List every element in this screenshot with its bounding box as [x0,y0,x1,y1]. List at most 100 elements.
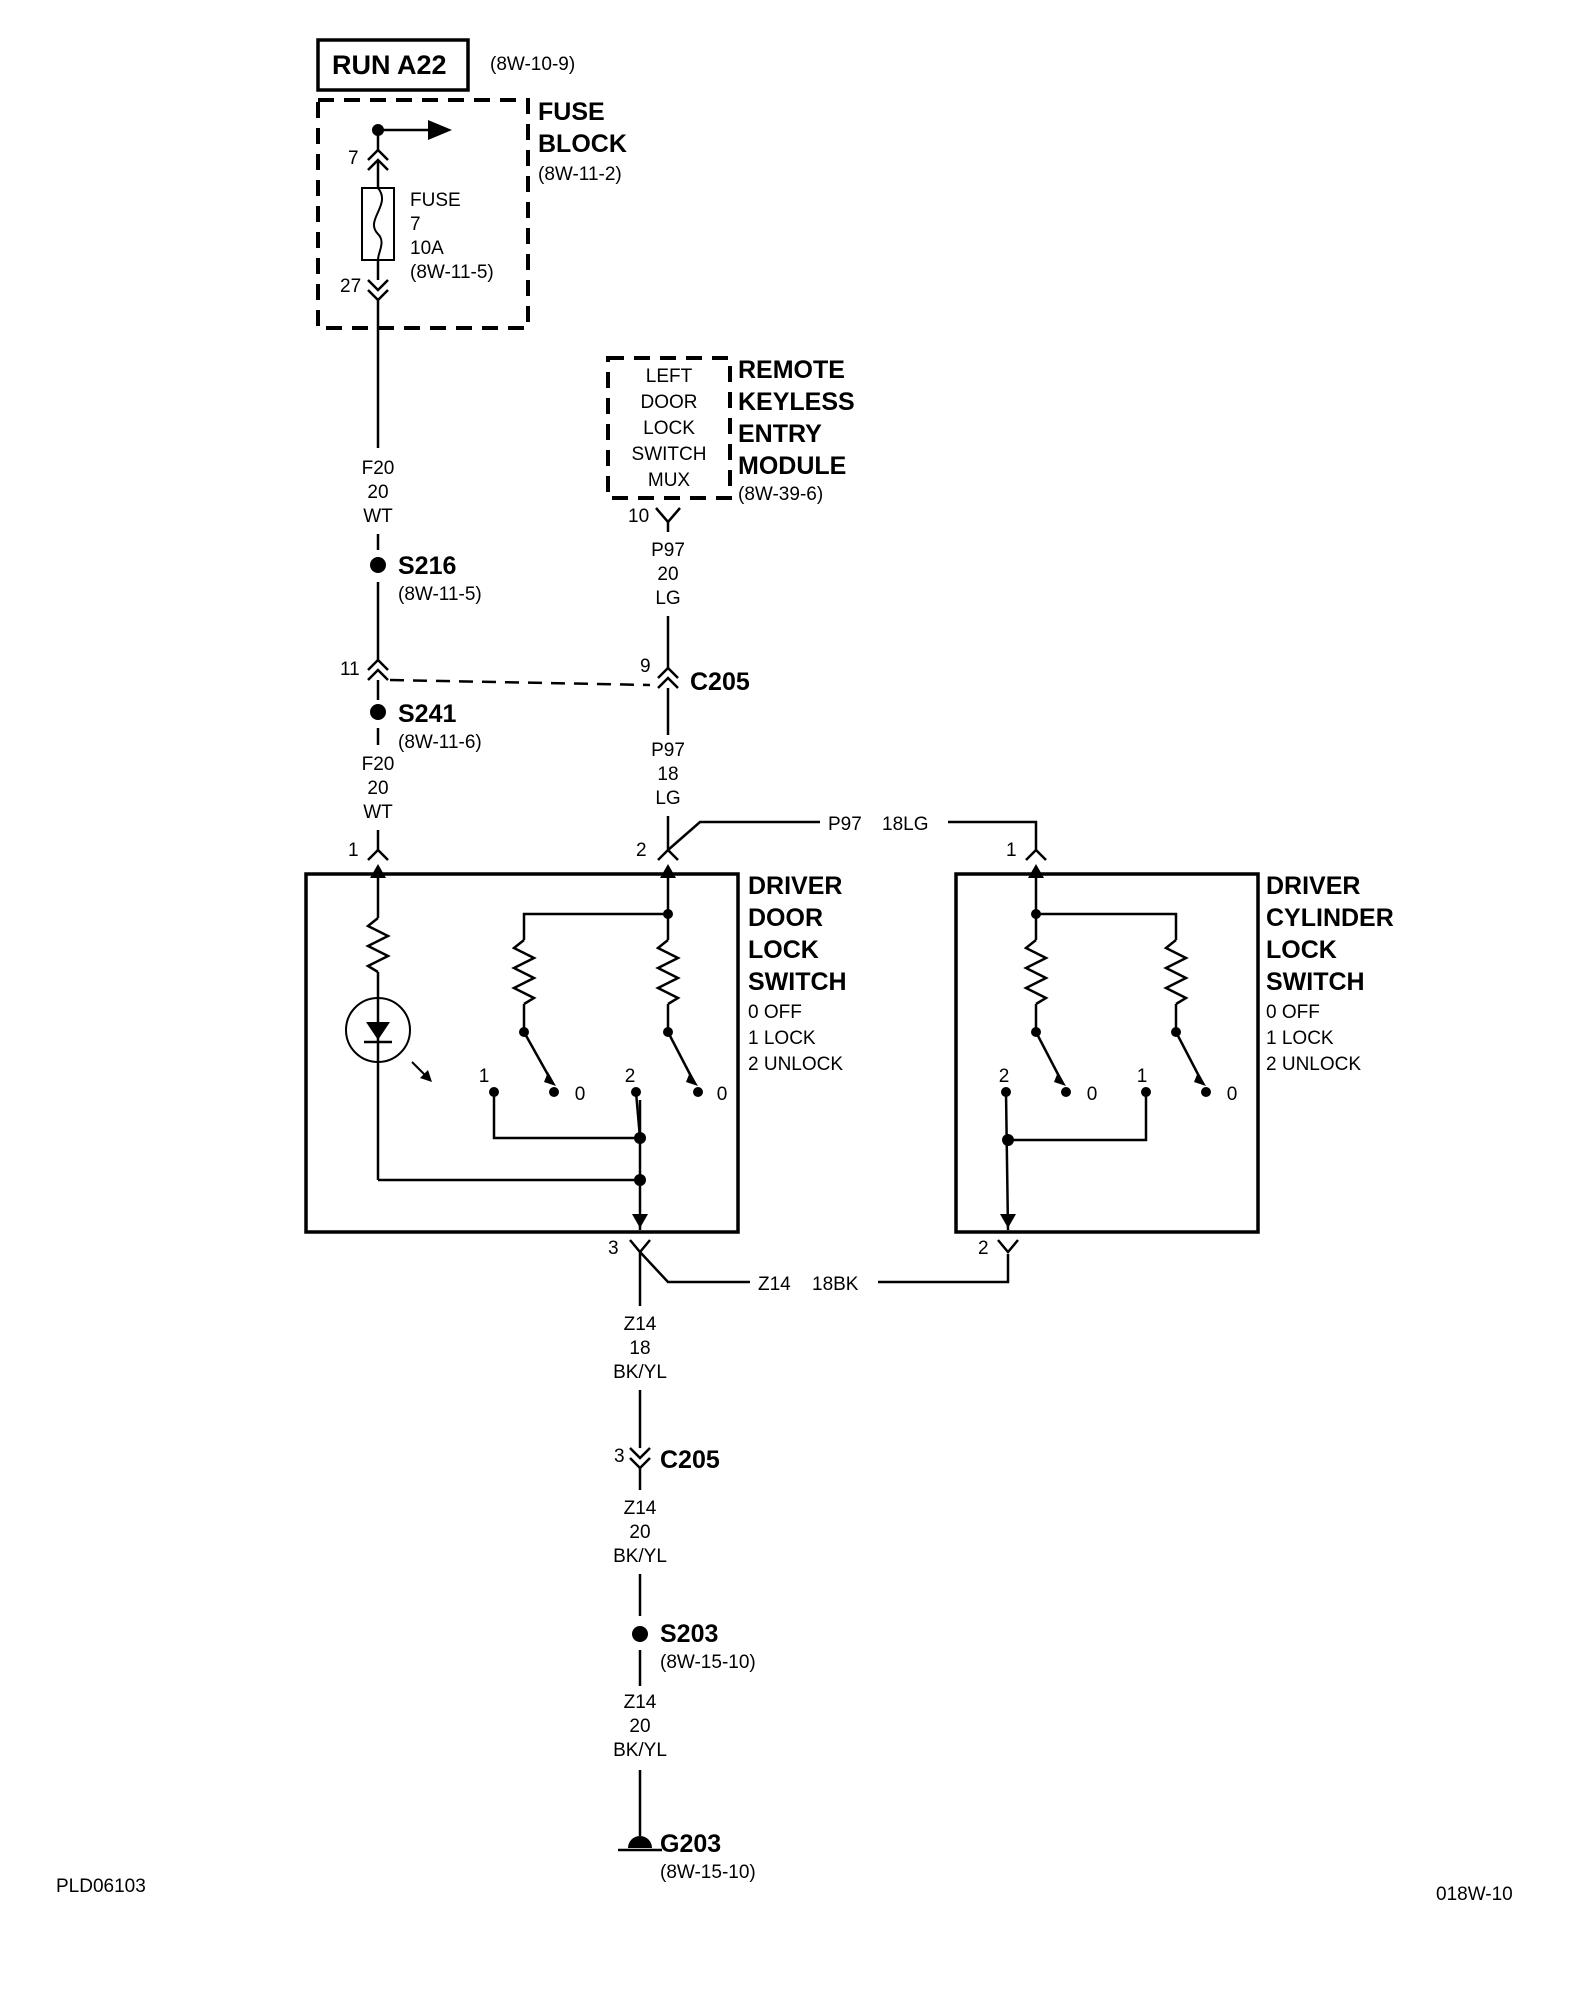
connector-chevron-icon [367,279,389,302]
c205-bot-pin: 3 [614,1446,625,1467]
door-switch-pin-3: 3 [608,1238,619,1259]
resistor-icon [365,917,391,974]
rke-inner-3: LOCK [643,418,695,439]
led-icon [345,997,411,1063]
run-a22-ref: (8W-10-9) [490,54,575,75]
connector-chevron-icon [629,1447,651,1470]
wire-f20-bot-gauge: 20 [367,778,388,799]
c205-bot-label: C205 [660,1446,720,1474]
splice-s203-label: S203 [660,1620,718,1648]
rke-title-2: KEYLESS [738,388,855,416]
connector-chevron-icon [657,848,679,861]
wire-z14-a-circuit: Z14 [624,1314,657,1335]
cylinder-switch-title-4: SWITCH [1266,968,1365,996]
rke-inner-1: LEFT [646,366,693,387]
ground-g203-ref: (8W-15-10) [660,1862,756,1883]
fuse-ref: (8W-11-5) [410,262,494,283]
fuse-label-3: 10A [410,238,444,259]
splice-s203-ref: (8W-15-10) [660,1652,756,1673]
wire-f20-bot-circuit: F20 [362,754,395,775]
c205-top-label: C205 [690,668,750,696]
cylinder-switch-state-3: 2 UNLOCK [1266,1054,1361,1075]
p97-branch-circuit: P97 [828,814,862,835]
door-switch-pin-2: 2 [636,840,647,861]
wire-p97-mid-circuit: P97 [651,740,685,761]
cylinder-contact-b: 0 [1087,1084,1098,1105]
wire-p97-mid-gauge: 18 [657,764,678,785]
wire-f20-top-circuit: F20 [362,458,395,479]
z14-branch-spec: 18BK [812,1274,859,1295]
rke-inner-5: MUX [648,470,691,491]
ground-icon [618,1836,662,1852]
rke-inner-2: DOOR [641,392,698,413]
fuse-pin-in: 7 [348,148,359,169]
resistor-icon [511,939,537,1006]
wire-z14-b-circuit: Z14 [624,1498,657,1519]
rke-inner-4: SWITCH [632,444,707,465]
door-switch-state-2: 1 LOCK [748,1028,816,1049]
wire-z14-a-color: BK/YL [613,1362,667,1383]
wire-z14-b-color: BK/YL [613,1546,667,1567]
cylinder-switch-pin-2: 2 [978,1238,989,1259]
footer-left-code: PLD06103 [56,1876,146,1897]
connector-chevron-icon [629,1239,651,1254]
splice-s203-dot [632,1626,648,1642]
fuse-label-2: 7 [410,214,421,235]
ground-g203-label: G203 [660,1830,721,1858]
fuse-pin-out: 27 [340,276,361,297]
wire-z14-a-gauge: 18 [629,1338,650,1359]
connector-chevron-icon [367,658,389,681]
cylinder-switch-state-2: 1 LOCK [1266,1028,1334,1049]
driver-door-lock-switch: DRIVER DOOR LOCK SWITCH 0 OFF 1 LOCK 2 U… [304,864,847,1234]
cylinder-switch-title-1: DRIVER [1266,872,1360,900]
wire-z14-c-color: BK/YL [613,1740,667,1761]
fuse-block-title-2: BLOCK [538,130,627,158]
splice-s241-label: S241 [398,700,456,728]
door-switch-state-3: 2 UNLOCK [748,1054,843,1075]
door-switch-state-1: 0 OFF [748,1002,802,1023]
splice-s241-dot [370,704,386,720]
connector-chevron-icon [655,507,681,524]
splice-s216-label: S216 [398,552,456,580]
rke-title-4: MODULE [738,452,846,480]
splice-s216-dot [370,557,386,573]
door-switch-title-4: SWITCH [748,968,847,996]
cylinder-contact-c: 1 [1137,1066,1148,1087]
door-contact-b: 0 [575,1084,586,1105]
wire-p97-top-color: LG [655,588,680,609]
cylinder-switch-title-3: LOCK [1266,936,1337,964]
resistor-icon [1163,939,1189,1006]
p97-branch-spec: 18LG [882,814,928,835]
door-switch-title-1: DRIVER [748,872,842,900]
run-a22-box: RUN A22 (8W-10-9) [316,38,575,92]
wire-p97-mid-color: LG [655,788,680,809]
wire-p97-top-gauge: 20 [657,564,678,585]
splice-s241-ref: (8W-11-6) [398,732,482,753]
wire-z14-b-gauge: 20 [629,1522,650,1543]
rke-ref: (8W-39-6) [738,484,823,505]
c205-connector-dash [389,678,651,687]
wire-f20-bot-color: WT [363,802,393,823]
cylinder-contact-d: 0 [1227,1084,1238,1105]
fuse-label-1: FUSE [410,190,461,211]
resistor-icon [1023,939,1049,1006]
cylinder-switch-title-2: CYLINDER [1266,904,1394,932]
arrow-right-icon [428,120,452,140]
rke-title-1: REMOTE [738,356,845,384]
fuse-block: FUSE BLOCK (8W-11-2) 7 FUSE 7 10A (8W-11… [316,98,627,330]
connector-chevron-icon [367,848,389,861]
rke-title-3: ENTRY [738,420,822,448]
fuse-icon [361,187,395,261]
door-switch-pin-1: 1 [348,840,359,861]
connector-chevron-icon [657,666,679,689]
door-contact-a: 1 [479,1066,490,1087]
wire-f20-top-color: WT [363,506,393,527]
wire-f20-top-gauge: 20 [367,482,388,503]
c205-pin-9: 9 [640,656,651,677]
wire-p97-branch [667,820,820,851]
door-switch-title-3: LOCK [748,936,819,964]
fuse-block-title-1: FUSE [538,98,605,126]
wire-p97-top-circuit: P97 [651,540,685,561]
run-a22-label: RUN A22 [332,50,447,80]
